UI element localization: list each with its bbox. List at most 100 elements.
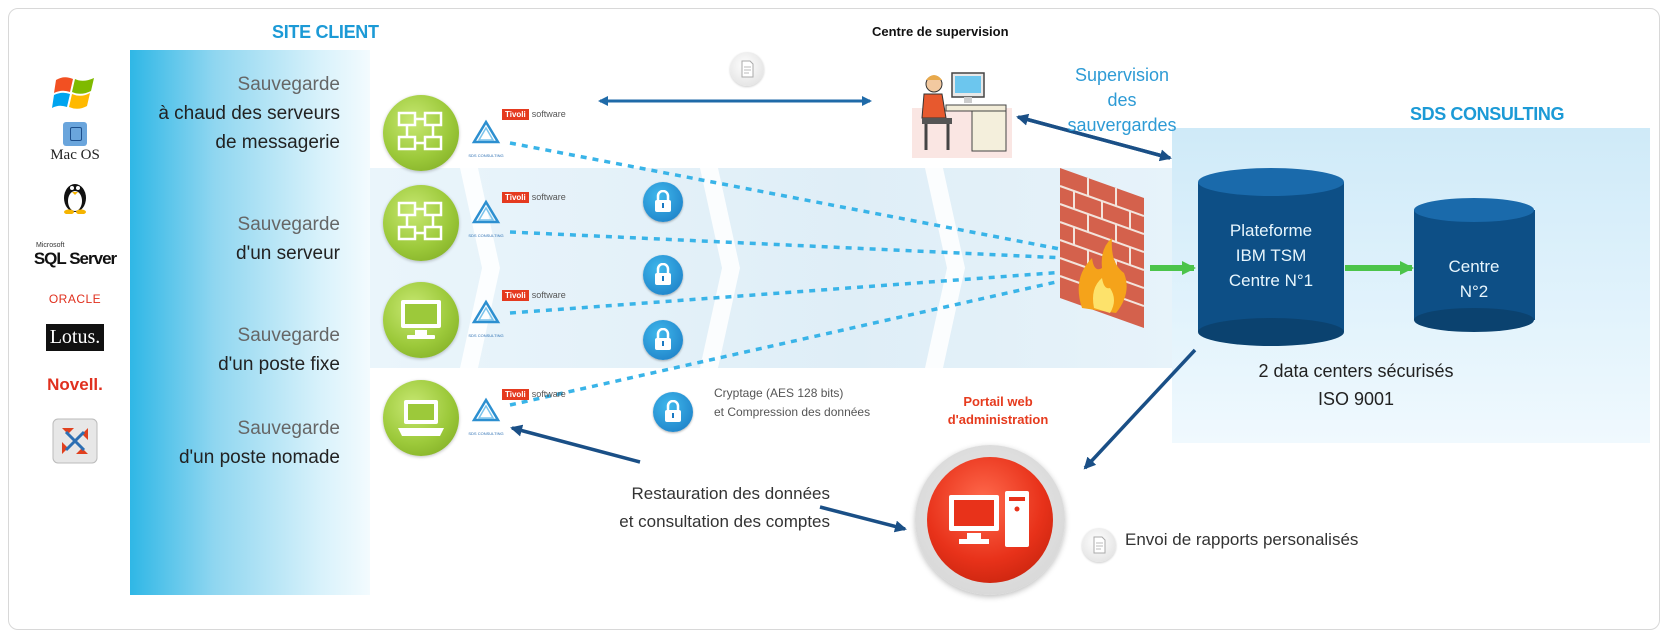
sds-recycle-logo-icon: SDS CONSULTING — [466, 118, 506, 158]
oracle-label: ORACLE — [48, 292, 102, 306]
laptop-computer-icon — [383, 380, 459, 456]
datacenter-caption-line2: ISO 9001 — [1317, 389, 1395, 409]
lotus-logo: Lotus. — [30, 324, 120, 351]
restauration-line1: Restauration des données — [631, 484, 830, 503]
sds-mini-label: SDS CONSULTING — [468, 333, 504, 338]
platform-cylinder — [1198, 168, 1344, 346]
server-cluster-serveur-icon — [383, 185, 459, 261]
sqlserver-small-label: Microsoft — [36, 242, 65, 249]
supervision-operator-icon — [912, 58, 1012, 158]
centre2-cylinder — [1414, 198, 1535, 332]
backup-label-line1: Sauvegarde — [237, 74, 340, 95]
crypt-note: Cryptage (AES 128 bits) et Compression d… — [714, 384, 870, 422]
tivoli-suffix: software — [531, 109, 566, 119]
centre2-line2: N°2 — [1459, 282, 1489, 301]
server-cluster-messagerie-icon — [383, 95, 459, 171]
tivoli-brand: Tivoli — [502, 109, 529, 120]
platform-line3: Centre N°1 — [1228, 271, 1314, 290]
portal-title-line2: d'administration — [947, 412, 1049, 427]
crypt-line2: et Compression des données — [714, 405, 871, 419]
dashed-line-1 — [509, 141, 1066, 252]
backup-label-line2: d'un poste nomade — [178, 447, 340, 468]
tivoli-brand: Tivoli — [502, 389, 529, 400]
backup-label-messagerie: Sauvegarde à chaud des serveurs de messa… — [158, 70, 340, 157]
backup-label-poste-nomade: Sauvegarde d'un poste nomade — [179, 414, 340, 472]
novell-label: Novell. — [47, 375, 103, 394]
sds-to-portal-arrow — [1083, 348, 1197, 470]
macos-label: Mac OS — [50, 147, 100, 163]
chevron-3 — [925, 168, 965, 368]
sds-mini-label: SDS CONSULTING — [468, 153, 504, 158]
site-client-panel — [130, 50, 370, 595]
firewall-icon — [1052, 168, 1152, 328]
sds-recycle-logo-icon: SDS CONSULTING — [466, 396, 506, 436]
backup-label-line2: à chaud des serveurs — [158, 103, 340, 124]
windows-logo-icon — [30, 70, 120, 121]
crypt-line1: Cryptage (AES 128 bits) — [714, 386, 844, 400]
sds-recycle-logo-icon: SDS CONSULTING — [466, 198, 506, 238]
desktop-computer-icon — [383, 282, 459, 358]
web-portal-inner — [927, 457, 1053, 583]
document-icon — [1082, 528, 1116, 562]
novell-logo: Novell. — [30, 375, 120, 395]
backup-label-line3: de messagerie — [215, 132, 340, 153]
centre2-label: Centre N°2 — [1424, 254, 1524, 304]
chevron-2 — [700, 168, 740, 368]
restauration-to-client-arrow — [510, 424, 641, 464]
tivoli-suffix: software — [531, 389, 566, 399]
tivoli-brand: Tivoli — [502, 290, 529, 301]
lock-icon — [653, 392, 693, 432]
portal-title: Portail web d'administration — [928, 393, 1068, 429]
chevron-1 — [460, 168, 500, 368]
backup-label-poste-fixe: Sauvegarde d'un poste fixe — [218, 321, 340, 379]
site-client-title: SITE CLIENT — [272, 22, 379, 42]
document-icon — [730, 52, 764, 86]
supervision-title: Centre de supervision — [872, 24, 1009, 39]
restauration-label: Restauration des données et consultation… — [560, 480, 830, 536]
backup-label-line2: d'un poste fixe — [218, 354, 340, 375]
oracle-logo: ORACLE — [30, 290, 120, 308]
restauration-to-portal-arrow — [819, 505, 907, 533]
datacenter-caption-line1: 2 data centers sécurisés — [1258, 361, 1454, 381]
web-portal-button[interactable] — [915, 445, 1065, 595]
lock-icon — [643, 182, 683, 222]
sds-mini-label: SDS CONSULTING — [468, 233, 504, 238]
linux-penguin-icon — [30, 178, 120, 219]
supervision-label-line2: des sauvergardes — [1067, 90, 1177, 135]
centre2-line1: Centre — [1448, 257, 1500, 276]
sds-mini-label: SDS CONSULTING — [468, 431, 504, 436]
dashed-line-2 — [509, 230, 1066, 260]
datacenter-caption: 2 data centers sécurisés ISO 9001 — [1226, 357, 1486, 413]
backup-label-serveur: Sauvegarde d'un serveur — [236, 210, 340, 268]
tivoli-suffix: software — [531, 192, 566, 202]
backup-label-line1: Sauvegarde — [237, 214, 340, 235]
macos-logo-icon: Mac OS — [30, 122, 120, 164]
platform-line1: Plateforme — [1229, 221, 1313, 240]
sds-consulting-title: SDS CONSULTING — [1410, 104, 1565, 124]
sds-recycle-logo-icon: SDS CONSULTING — [466, 298, 506, 338]
backup-label-line1: Sauvegarde — [237, 418, 340, 439]
desktop-computer-icon — [949, 491, 1029, 547]
tivoli-suffix: software — [531, 290, 566, 300]
tivoli-brand: Tivoli — [502, 192, 529, 203]
backup-label-line2: d'un serveur — [236, 243, 340, 264]
supervision-label-line1: Supervision — [1074, 65, 1170, 85]
reports-label: Envoi de rapports personalisés — [1125, 530, 1359, 549]
platform-line2: IBM TSM — [1235, 246, 1307, 265]
lock-icon — [643, 320, 683, 360]
exchange-logo-icon — [30, 418, 120, 469]
backup-label-line1: Sauvegarde — [237, 325, 340, 346]
platform-label: Plateforme IBM TSM Centre N°1 — [1206, 218, 1336, 293]
supervision-sds-arrow-back — [1016, 113, 1171, 160]
sqlserver-label: SQL Server — [33, 249, 117, 268]
restauration-line2: et consultation des comptes — [619, 512, 830, 531]
supervision-label: Supervision des sauvergardes — [1052, 63, 1192, 138]
sqlserver-logo-icon: Microsoft SQL Server — [30, 242, 120, 268]
portal-title-line1: Portail web — [963, 394, 1033, 409]
dashed-line-3 — [509, 270, 1066, 315]
